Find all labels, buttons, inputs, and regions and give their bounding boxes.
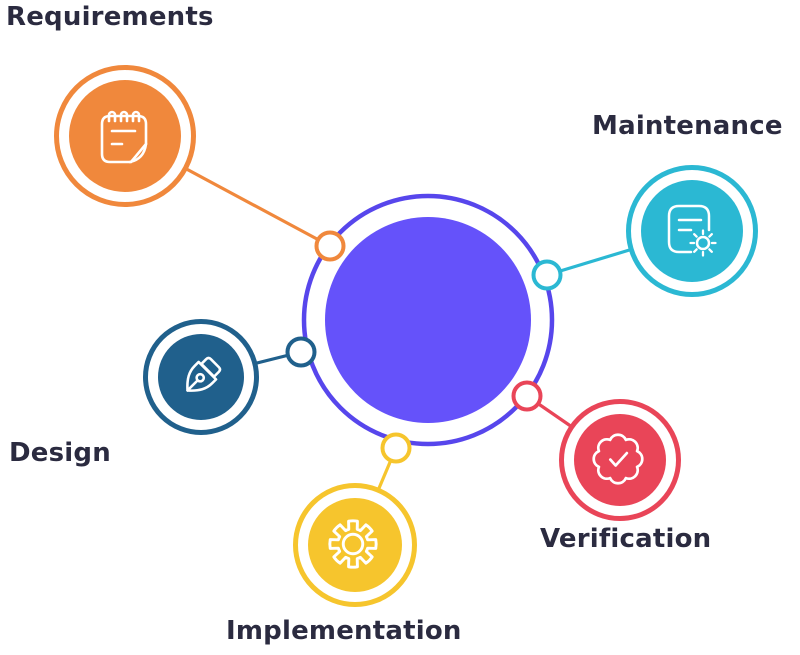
node-implementation-fill [308,498,402,592]
label-verification: Verification [540,524,712,554]
hub-outer-ring [301,193,555,447]
label-requirements: Requirements [6,2,214,32]
label-implementation: Implementation [226,616,462,646]
node-design-fill [158,334,244,420]
node-verification [559,399,681,521]
node-requirements-fill [69,80,181,192]
gear-icon [328,519,378,569]
node-design [143,319,259,435]
anchor-dot-design [285,336,317,368]
badge-check-icon [592,433,644,485]
pen-nib-icon [186,356,222,392]
anchor-dot-maintenance [531,259,563,291]
hub-circle [325,217,531,423]
hub [301,193,555,447]
document-gear-icon [667,204,717,257]
node-implementation [293,483,417,607]
anchor-dot-verification [511,380,543,412]
label-maintenance: Maintenance [592,111,783,141]
ring-anchor-dots [285,230,563,464]
node-maintenance [626,165,758,297]
node-requirements [54,65,196,207]
anchor-dot-implementation [380,432,412,464]
anchor-dot-requirements [314,230,346,262]
notepad-icon [100,110,148,164]
node-maintenance-fill [641,180,743,282]
label-design: Design [9,438,111,468]
